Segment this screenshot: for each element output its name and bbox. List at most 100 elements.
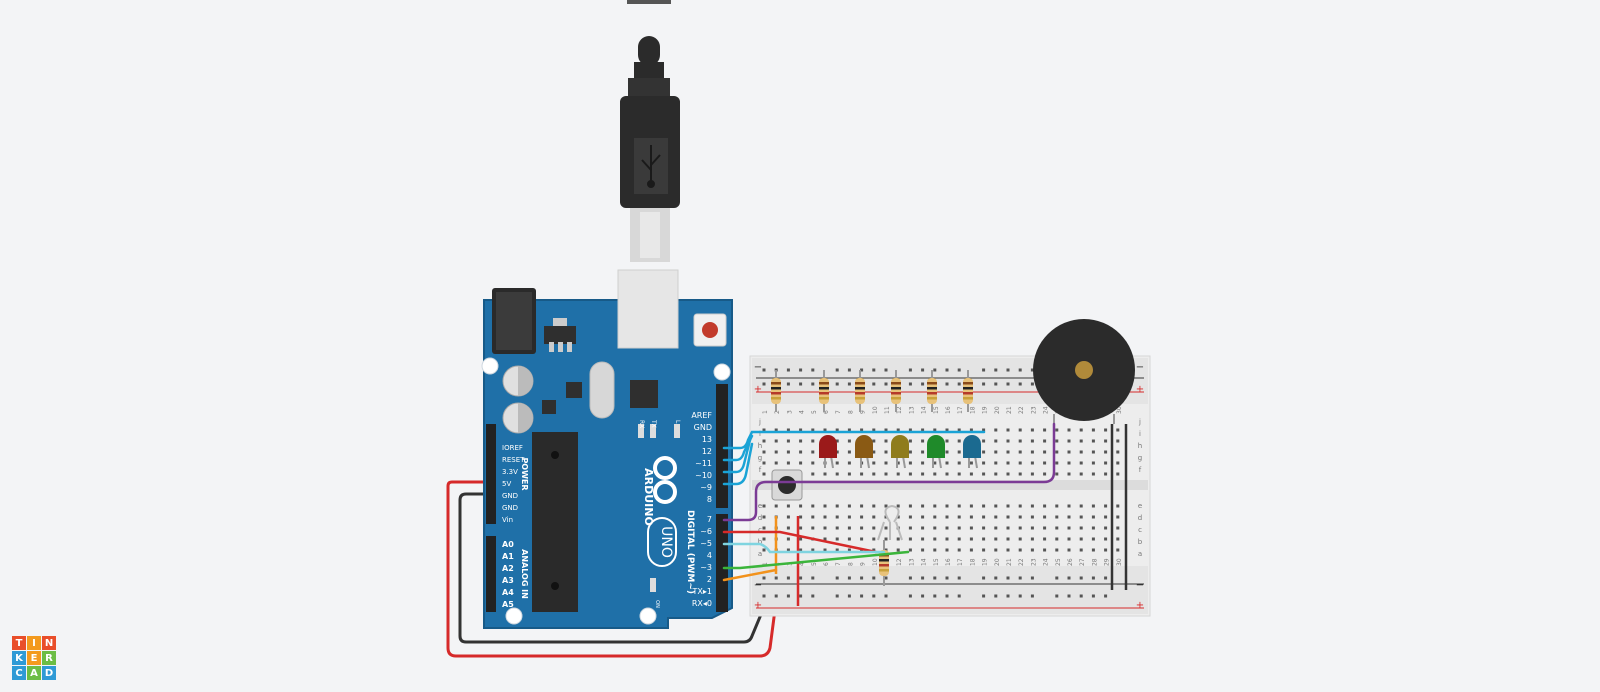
- hole[interactable]: [872, 526, 876, 530]
- hole[interactable]: [1079, 548, 1083, 552]
- hole[interactable]: [921, 428, 925, 432]
- hole[interactable]: [1067, 450, 1071, 454]
- rail-hole[interactable]: [847, 382, 851, 386]
- piezo-buzzer[interactable]: [1033, 319, 1135, 424]
- hole[interactable]: [1067, 428, 1071, 432]
- hole[interactable]: [823, 428, 827, 432]
- rail-hole[interactable]: [1018, 576, 1022, 580]
- hole[interactable]: [957, 472, 961, 476]
- rail-hole[interactable]: [847, 576, 851, 580]
- resistor[interactable]: [891, 370, 901, 412]
- hole[interactable]: [969, 515, 973, 519]
- rail-hole[interactable]: [847, 368, 851, 372]
- rgb-led[interactable]: [877, 504, 903, 541]
- hole[interactable]: [994, 537, 998, 541]
- hole[interactable]: [811, 439, 815, 443]
- arduino-uno-board[interactable]: [481, 269, 733, 629]
- hole[interactable]: [835, 472, 839, 476]
- hole[interactable]: [811, 548, 815, 552]
- hole[interactable]: [835, 504, 839, 508]
- rail-hole[interactable]: [1018, 368, 1022, 372]
- hole[interactable]: [982, 548, 986, 552]
- hole[interactable]: [799, 439, 803, 443]
- rail-hole[interactable]: [908, 382, 912, 386]
- rail-hole[interactable]: [1030, 368, 1034, 372]
- hole[interactable]: [1006, 548, 1010, 552]
- wire-pin5[interactable]: [722, 542, 886, 554]
- rail-hole[interactable]: [1091, 594, 1095, 598]
- hole[interactable]: [1116, 450, 1120, 454]
- hole[interactable]: [896, 537, 900, 541]
- hole[interactable]: [1043, 504, 1047, 508]
- hole[interactable]: [921, 461, 925, 465]
- hole[interactable]: [994, 428, 998, 432]
- rail-hole[interactable]: [786, 368, 790, 372]
- hole[interactable]: [872, 428, 876, 432]
- rail-hole[interactable]: [1079, 576, 1083, 580]
- hole[interactable]: [884, 548, 888, 552]
- hole[interactable]: [1043, 537, 1047, 541]
- breadboard-jumpers[interactable]: [774, 424, 1128, 606]
- hole[interactable]: [933, 504, 937, 508]
- hole[interactable]: [1055, 439, 1059, 443]
- hole[interactable]: [945, 537, 949, 541]
- hole[interactable]: [1055, 504, 1059, 508]
- hole[interactable]: [811, 461, 815, 465]
- rail-hole[interactable]: [957, 368, 961, 372]
- led[interactable]: [891, 435, 909, 469]
- hole[interactable]: [945, 515, 949, 519]
- hole[interactable]: [847, 461, 851, 465]
- rail-hole[interactable]: [860, 576, 864, 580]
- hole[interactable]: [860, 504, 864, 508]
- hole[interactable]: [811, 504, 815, 508]
- hole[interactable]: [1018, 537, 1022, 541]
- hole[interactable]: [1006, 439, 1010, 443]
- rail-hole[interactable]: [1030, 382, 1034, 386]
- hole[interactable]: [957, 439, 961, 443]
- hole[interactable]: [908, 526, 912, 530]
- hole[interactable]: [908, 537, 912, 541]
- hole[interactable]: [1116, 461, 1120, 465]
- hole[interactable]: [835, 450, 839, 454]
- hole[interactable]: [872, 472, 876, 476]
- hole[interactable]: [799, 504, 803, 508]
- hole[interactable]: [1116, 537, 1120, 541]
- rail-hole[interactable]: [811, 576, 815, 580]
- rail-hole[interactable]: [786, 576, 790, 580]
- hole[interactable]: [884, 428, 888, 432]
- hole[interactable]: [1079, 472, 1083, 476]
- rail-hole[interactable]: [884, 594, 888, 598]
- hole[interactable]: [945, 504, 949, 508]
- hole[interactable]: [774, 461, 778, 465]
- resistor[interactable]: [963, 370, 973, 412]
- hole[interactable]: [1091, 504, 1095, 508]
- rail-hole[interactable]: [957, 576, 961, 580]
- hole[interactable]: [786, 515, 790, 519]
- hole[interactable]: [786, 548, 790, 552]
- rail-hole[interactable]: [811, 368, 815, 372]
- rail-hole[interactable]: [1067, 576, 1071, 580]
- hole[interactable]: [921, 504, 925, 508]
- hole[interactable]: [896, 428, 900, 432]
- hole[interactable]: [945, 548, 949, 552]
- hole[interactable]: [811, 472, 815, 476]
- rail-hole[interactable]: [1055, 576, 1059, 580]
- hole[interactable]: [1067, 461, 1071, 465]
- hole[interactable]: [762, 450, 766, 454]
- hole[interactable]: [872, 504, 876, 508]
- hole[interactable]: [1116, 515, 1120, 519]
- rail-hole[interactable]: [957, 382, 961, 386]
- hole[interactable]: [982, 472, 986, 476]
- hole[interactable]: [921, 515, 925, 519]
- rail-hole[interactable]: [921, 576, 925, 580]
- hole[interactable]: [957, 461, 961, 465]
- hole[interactable]: [1079, 450, 1083, 454]
- hole[interactable]: [1091, 537, 1095, 541]
- rail-hole[interactable]: [786, 594, 790, 598]
- hole[interactable]: [1030, 428, 1034, 432]
- hole[interactable]: [1006, 537, 1010, 541]
- hole[interactable]: [847, 526, 851, 530]
- rail-hole[interactable]: [1006, 382, 1010, 386]
- rail-hole[interactable]: [1018, 382, 1022, 386]
- hole[interactable]: [1043, 548, 1047, 552]
